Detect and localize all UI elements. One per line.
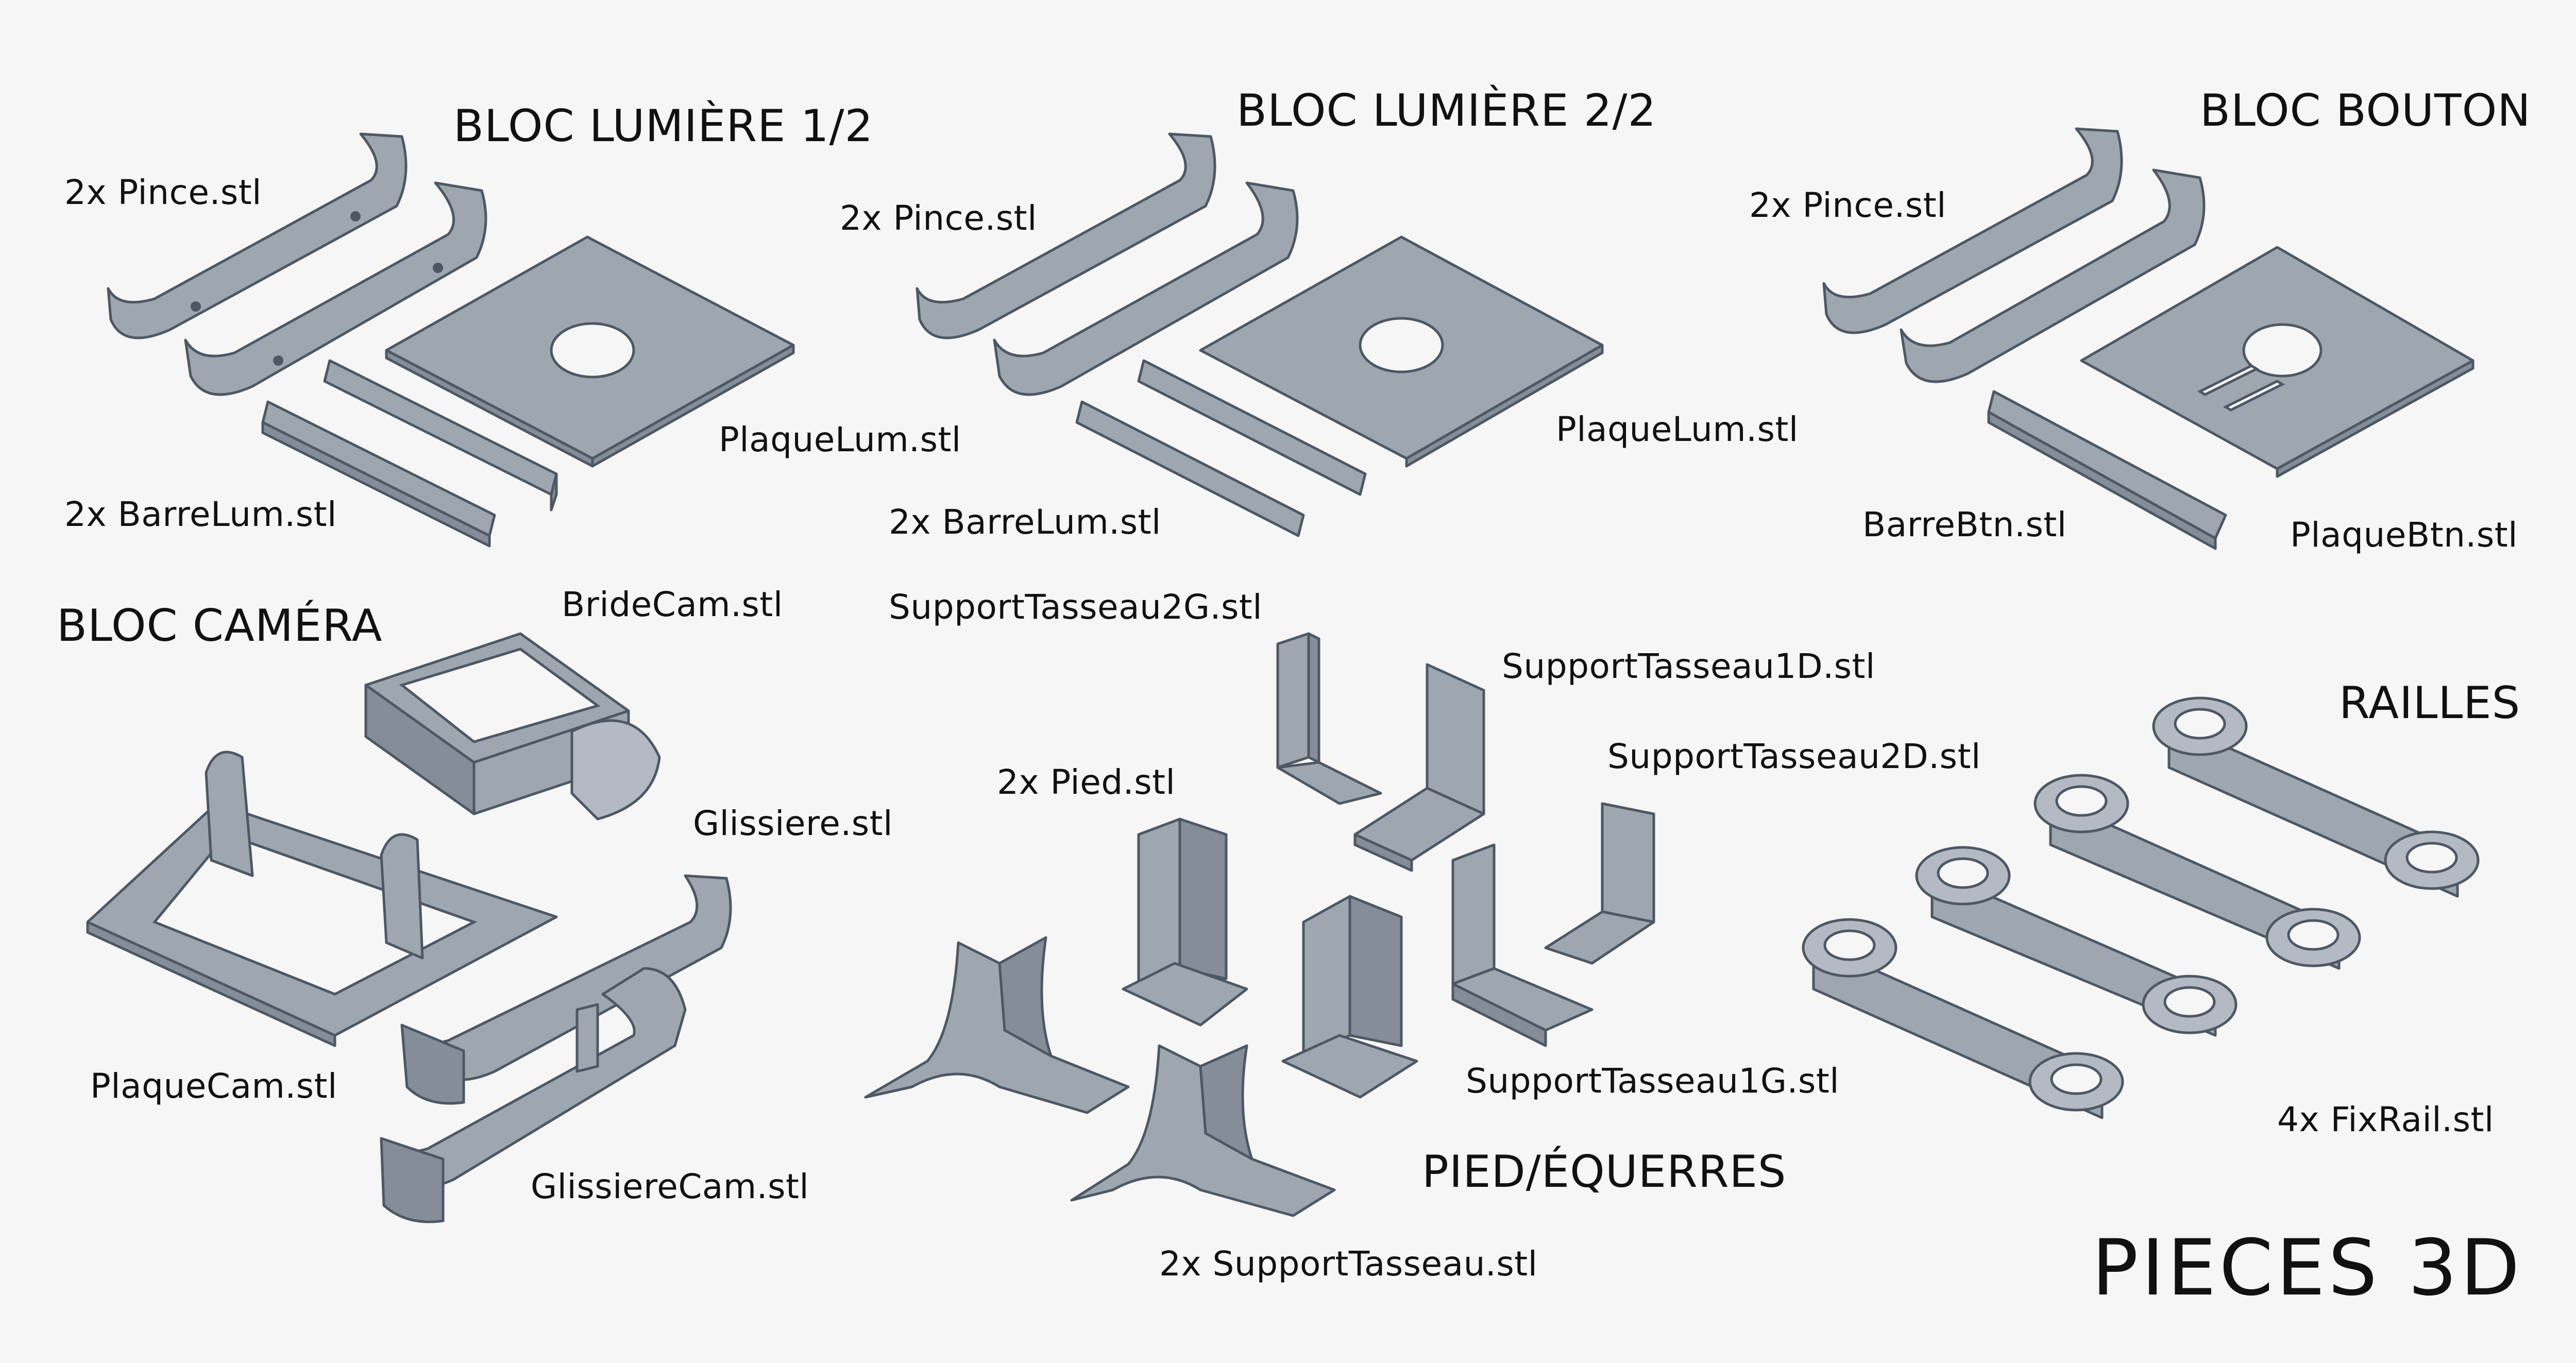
l2-plaque-part bbox=[1199, 235, 1604, 468]
label-l2-pince: 2x Pince.stl bbox=[840, 198, 1038, 238]
sup-2g-part bbox=[1276, 632, 1382, 805]
section-bloc-lumiere-2: BLOC LUMIÈRE 2/2 bbox=[1236, 85, 1657, 137]
b-plaque-part bbox=[2080, 246, 2475, 478]
label-l2-plaque: PlaqueLum.stl bbox=[1556, 410, 1799, 449]
label-b-pince: 2x Pince.stl bbox=[1749, 185, 1947, 225]
l2-barre-part-a bbox=[1137, 359, 1367, 496]
label-cam-bride: BrideCam.stl bbox=[562, 585, 783, 624]
label-support-tasseau: 2x SupportTasseau.stl bbox=[1159, 1244, 1538, 1284]
cam-glissierecam-part bbox=[380, 967, 687, 1223]
l2-pince-part-b bbox=[993, 181, 1299, 396]
l2-pince-part-a bbox=[916, 132, 1216, 339]
label-sup-1d: SupportTasseau1D.stl bbox=[1502, 646, 1875, 686]
cam-bride-part bbox=[364, 632, 661, 821]
sup-2d-part bbox=[1544, 802, 1655, 965]
b-pince-part-a bbox=[1822, 127, 2123, 334]
section-railles: RAILLES bbox=[2339, 677, 2521, 729]
l1-pince-part-b bbox=[184, 181, 487, 396]
label-l2-barre: 2x BarreLum.stl bbox=[889, 502, 1161, 542]
section-bloc-bouton: BLOC BOUTON bbox=[2200, 85, 2531, 137]
pied-part-b bbox=[1281, 895, 1418, 1099]
label-l1-barre: 2x BarreLum.stl bbox=[64, 495, 337, 534]
b-pince-part-b bbox=[1900, 168, 2206, 383]
cam-plaque-part bbox=[86, 751, 558, 1047]
cam-glissiere-part bbox=[400, 874, 732, 1105]
l1-plaque-part bbox=[385, 235, 795, 468]
label-cam-plaque: PlaqueCam.stl bbox=[90, 1066, 337, 1106]
support-tasseau-part-b bbox=[1070, 1044, 1336, 1217]
label-b-plaque: PlaqueBtn.stl bbox=[2290, 515, 2518, 555]
fixrail-part-d bbox=[2152, 696, 2480, 898]
label-l1-pince: 2x Pince.stl bbox=[64, 173, 262, 212]
l2-barre-part-b bbox=[1075, 400, 1305, 537]
support-tasseau-part-a bbox=[864, 936, 1130, 1114]
sup-1d-part bbox=[1353, 663, 1485, 872]
label-pied: 2x Pied.stl bbox=[997, 762, 1176, 802]
section-bloc-camera: BLOC CAMÉRA bbox=[57, 600, 383, 652]
fixrail-part-a bbox=[1802, 918, 2124, 1119]
l1-pince-part-a bbox=[107, 132, 408, 339]
label-b-barre: BarreBtn.stl bbox=[1862, 505, 2067, 544]
page-title: PIECES 3D bbox=[2092, 1223, 2523, 1313]
section-pied-equerres: PIED/ÉQUERRES bbox=[1422, 1146, 1787, 1198]
label-cam-glissierecam: GlissiereCam.stl bbox=[531, 1167, 809, 1206]
label-cam-glissiere: Glissiere.stl bbox=[693, 804, 893, 843]
label-sup-2g: SupportTasseau2G.stl bbox=[889, 587, 1263, 627]
label-fixrail: 4x FixRail.stl bbox=[2277, 1100, 2494, 1139]
pied-part-a bbox=[1122, 817, 1248, 1027]
label-l1-plaque: PlaqueLum.stl bbox=[719, 420, 961, 459]
section-bloc-lumiere-1: BLOC LUMIÈRE 1/2 bbox=[453, 100, 874, 152]
fixrail-part-c bbox=[2033, 774, 2361, 970]
fixrail-part-b bbox=[1915, 846, 2238, 1037]
sup-1g-part bbox=[1451, 843, 1594, 1047]
label-sup-2d: SupportTasseau2D.stl bbox=[1607, 737, 1981, 776]
l1-barre-part-a bbox=[323, 359, 558, 512]
l1-barre-part-b bbox=[261, 400, 496, 548]
b-barre-part bbox=[1987, 390, 2227, 550]
label-sup-1g: SupportTasseau1G.stl bbox=[1466, 1061, 1840, 1101]
